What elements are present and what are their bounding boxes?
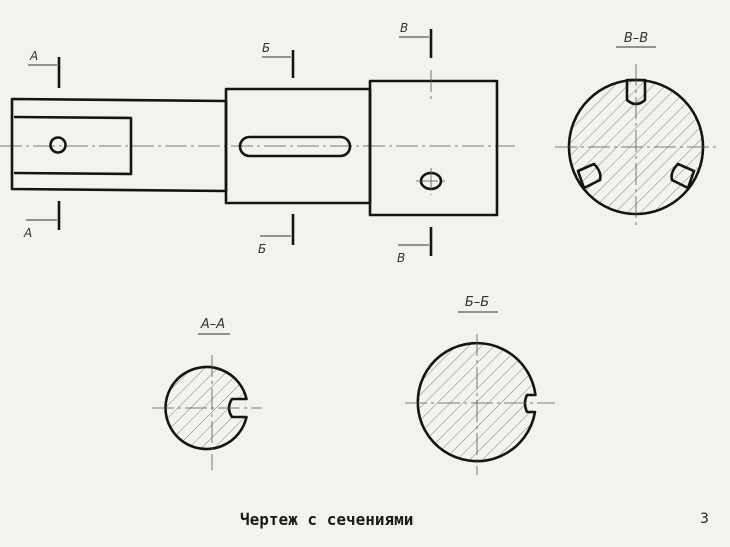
svg-text:В–В: В–В [624,31,648,46]
svg-text:Б–Б: Б–Б [465,295,489,310]
section-aa: А–А [152,317,262,470]
page-number: 3 [700,511,709,527]
svg-text:А–А: А–А [200,317,225,332]
section-mark-a: А А [23,49,61,240]
main-view [0,70,515,217]
svg-text:А: А [23,226,32,240]
svg-text:Б: Б [262,41,270,55]
section-bb: Б–Б [405,295,555,475]
section-mark-v: В В [397,21,433,265]
svg-text:В: В [397,251,405,265]
svg-text:В: В [400,21,408,35]
drawing-caption: Чертеж с сечениями [240,510,414,529]
svg-text:А: А [29,49,38,63]
section-mark-b: Б Б [258,41,295,256]
svg-text:Б: Б [258,242,266,256]
section-vv: В–В [555,31,717,228]
